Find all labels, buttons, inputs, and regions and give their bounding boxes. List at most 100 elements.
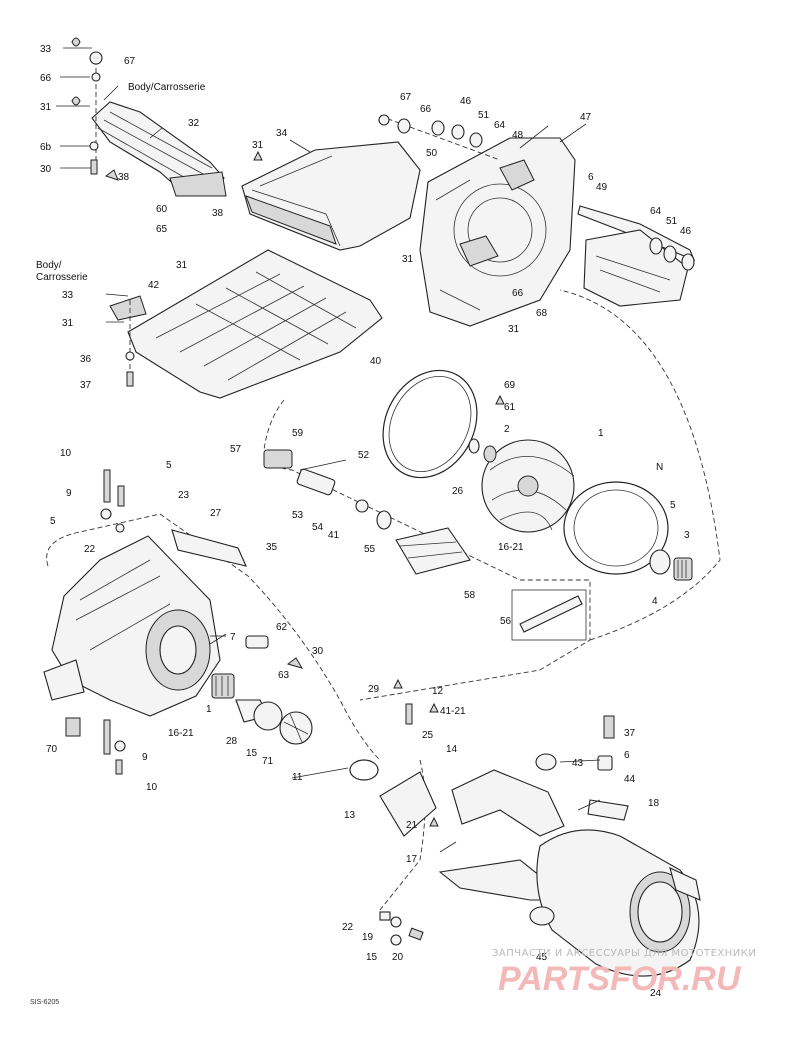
callout: 37 [624, 728, 636, 739]
callout: 26 [452, 486, 464, 497]
callout: 35 [266, 542, 278, 553]
callout: 2 [504, 424, 510, 435]
label-body-top: Body/Carrosserie [128, 82, 206, 93]
callout: 5 [670, 500, 676, 511]
callout: 50 [426, 148, 438, 159]
part-17-nozzle-arm [438, 715, 629, 901]
callout: 41 [328, 530, 340, 541]
callout: 6 [588, 172, 594, 183]
callout: 52 [358, 450, 370, 461]
left-bolts [65, 469, 126, 775]
callout: 63 [278, 670, 290, 681]
parts-2-26-seals [468, 394, 505, 463]
callout: 13 [344, 810, 356, 821]
callout: 32 [188, 118, 200, 129]
callout: 20 [392, 952, 404, 963]
callout: 70 [46, 744, 58, 755]
callout: 15 [246, 748, 258, 759]
callout: 56 [500, 616, 512, 627]
callout: 38 [118, 172, 130, 183]
part-52-cable-assembly [263, 449, 587, 641]
callout: 31 [176, 260, 188, 271]
callout: 53 [292, 510, 304, 521]
callout: 64 [650, 206, 662, 217]
callout: 45 [536, 952, 548, 963]
part-47-housing [378, 114, 576, 327]
parts-bottom-hardware [379, 678, 439, 946]
parts-3-4-cap [649, 549, 693, 581]
callout: 47 [580, 112, 592, 123]
callout: 66 [512, 288, 524, 299]
part-7-pump-housing [43, 529, 247, 717]
watermark: ЗАПЧАСТИ И АКСЕССУАРЫ ДЛЯ МОТОТЕХНИКИ PA… [492, 948, 756, 998]
part-69-ring [382, 369, 478, 479]
callout: 22 [84, 544, 96, 555]
callout: 67 [124, 56, 136, 67]
callout: 46 [680, 226, 692, 237]
callout: 10 [60, 448, 72, 459]
callout: 17 [406, 854, 418, 865]
callout: 9 [142, 752, 148, 763]
callout: 31 [252, 140, 264, 151]
callout: 54 [312, 522, 324, 533]
callout: 38 [212, 208, 224, 219]
callout: 31 [40, 102, 52, 113]
callout: 49 [596, 182, 608, 193]
part-13-elbow [349, 759, 437, 837]
callout: 58 [464, 590, 476, 601]
callout: 30 [40, 164, 52, 175]
callout: 1 [598, 428, 604, 439]
callout: 6b [40, 142, 52, 153]
callout: 22 [342, 922, 354, 933]
callout: 66 [420, 104, 432, 115]
callout: 36 [80, 354, 92, 365]
callout: 16-21 [168, 728, 194, 739]
callout: 62 [276, 622, 288, 633]
part-24-steering-nozzle [529, 829, 701, 977]
callout: 59 [292, 428, 304, 439]
part-34-plate [241, 139, 421, 251]
callout: 33 [62, 290, 74, 301]
callout: 34 [276, 128, 288, 139]
callout: 28 [226, 736, 238, 747]
callout: 71 [262, 756, 274, 767]
callout: 6 [624, 750, 630, 761]
callout: 48 [512, 130, 524, 141]
part-40-grate [105, 249, 383, 399]
callout: 61 [504, 402, 516, 413]
watermark-tagline: ЗАПЧАСТИ И АКСЕССУАРЫ ДЛЯ МОТОТЕХНИКИ [492, 948, 756, 959]
callout: 31 [508, 324, 520, 335]
callout: 9 [66, 488, 72, 499]
callout: 15 [366, 952, 378, 963]
part-32-bracket [91, 101, 227, 197]
leader-lines [103, 85, 601, 853]
callout: 29 [368, 684, 380, 695]
callout: 19 [362, 932, 374, 943]
callout: 24 [650, 988, 662, 999]
callout: 68 [536, 308, 548, 319]
callout: 43 [572, 758, 584, 769]
callout: 25 [422, 730, 434, 741]
parts-shaft-28-15-71 [211, 635, 313, 745]
label-body-left-2: Carrosserie [36, 272, 88, 283]
label-body-left-1: Body/ [36, 260, 62, 271]
callout: 55 [364, 544, 376, 555]
callout-numbers: 33 67 66 31 6b 30 38 32 60 65 38 34 31 6… [40, 44, 692, 999]
callout: 46 [460, 96, 472, 107]
callout: 27 [210, 508, 222, 519]
part-n-ring [563, 481, 669, 575]
callout: 23 [178, 490, 190, 501]
callout: 51 [666, 216, 678, 227]
part-1-impeller [481, 439, 575, 533]
callout: 65 [156, 224, 168, 235]
callout: 60 [156, 204, 168, 215]
part-49-rod [577, 205, 695, 307]
drawing-code: SIS-6205 [30, 999, 59, 1006]
body-labels: Body/Carrosserie Body/ Carrosserie [36, 82, 206, 283]
callout: 64 [494, 120, 506, 131]
callout: N [656, 462, 663, 473]
callout: 31 [402, 254, 414, 265]
callout: 37 [80, 380, 92, 391]
callout: 57 [230, 444, 242, 455]
